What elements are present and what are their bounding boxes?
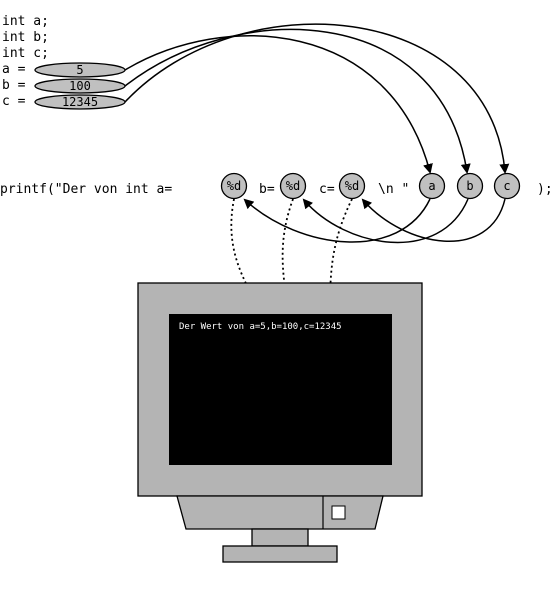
arrow-value-b-to-arg-b	[124, 28, 471, 174]
arg-b: b	[466, 179, 473, 193]
printf-prefix: printf("Der von int a=	[0, 182, 172, 197]
printf-suffix: );	[537, 182, 552, 197]
format-spec-bubble-2	[279, 172, 307, 200]
arrow-arg-b-to-spec-2	[302, 198, 469, 244]
value-b: 100	[69, 79, 91, 93]
arg-bubble-b	[456, 172, 484, 200]
printf-b-label: b=	[259, 182, 275, 197]
format-spec-bubble-1	[220, 172, 248, 200]
dotted-arrow-spec-2-to-screen	[281, 198, 294, 311]
monitor-foot	[222, 545, 338, 563]
arg-c: c	[503, 179, 510, 193]
printf-c-label: c=	[319, 182, 335, 197]
monitor-base	[176, 495, 384, 530]
value-c: 12345	[62, 95, 98, 109]
decl-int-b: int b;	[2, 30, 49, 45]
monitor-screen	[169, 314, 392, 465]
format-spec-3: %d	[345, 179, 359, 193]
format-spec-1: %d	[227, 179, 241, 193]
monitor: Der Wert von a=5,b=100,c=12345	[137, 282, 423, 563]
arg-a: a	[428, 179, 435, 193]
arg-bubble-a	[418, 172, 446, 200]
dotted-arrow-spec-1-to-screen	[230, 198, 262, 311]
arg-bubble-c	[493, 172, 521, 200]
arrow-arg-a-to-spec-1	[243, 198, 431, 243]
printf-newline: \n "	[378, 182, 409, 197]
format-spec-bubble-3	[338, 172, 366, 200]
decl-int-a: int a;	[2, 14, 49, 29]
power-button	[331, 505, 346, 520]
monitor-neck	[251, 528, 309, 547]
arrow-arg-c-to-spec-3	[361, 198, 506, 243]
assign-b-label: b =	[2, 78, 26, 93]
decl-int-c: int c;	[2, 46, 49, 61]
format-spec-2: %d	[286, 179, 300, 193]
value-a: 5	[76, 63, 83, 77]
screen-output: Der Wert von a=5,b=100,c=12345	[179, 322, 342, 332]
arrow-value-a-to-arg-a	[124, 35, 433, 174]
assign-a-label: a =	[2, 62, 26, 77]
arrow-value-c-to-arg-c	[124, 23, 510, 174]
assign-c-label: c =	[2, 94, 26, 109]
